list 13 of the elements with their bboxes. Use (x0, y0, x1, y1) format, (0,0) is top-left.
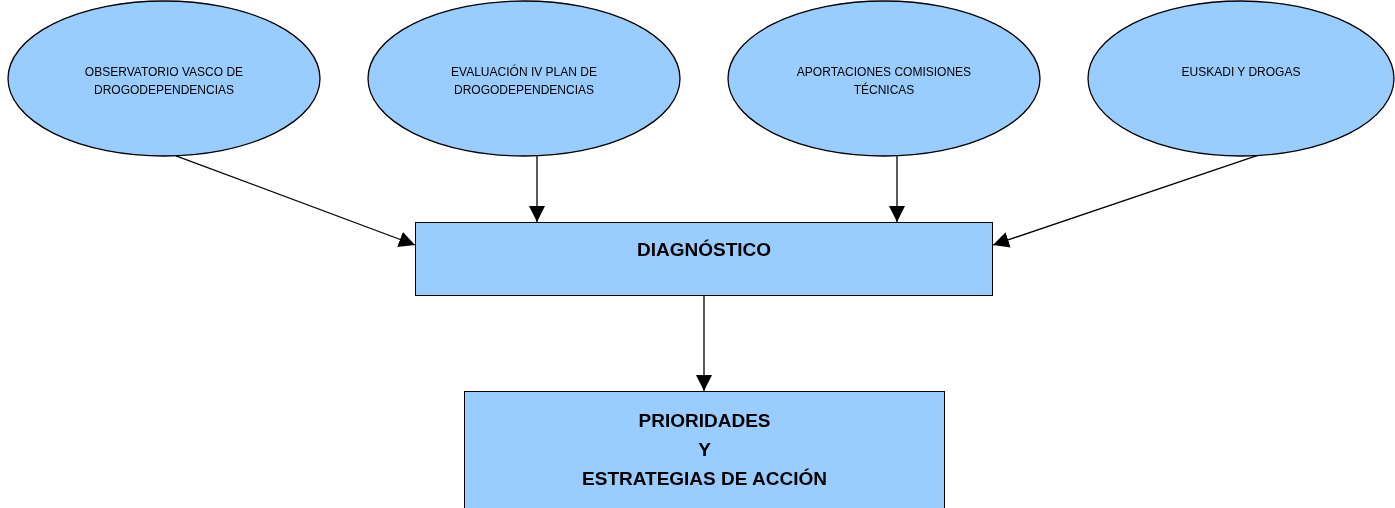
box-text: PRIORIDADES (638, 409, 771, 433)
box-text: Y (698, 438, 711, 462)
arrow (889, 155, 905, 223)
box-text: DIAGNÓSTICO (636, 237, 772, 262)
arrow (529, 155, 545, 223)
ellipse-text: EUSKADI Y DROGAS (1181, 64, 1301, 81)
arrow (696, 295, 712, 392)
ellipse-text: EVALUACIÓN IV PLAN DE DROGODEPENDENCIAS (450, 63, 598, 99)
ellipse-text: OBSERVATORIO VASCO DE DROGODEPENDENCIAS (83, 64, 245, 99)
process-box (464, 391, 945, 508)
box-text: ESTRATEGIAS DE ACCIÓN (582, 467, 827, 491)
process-box (415, 222, 993, 296)
ellipse-text: APORTACIONES COMISIONES TÉCNICAS (795, 64, 973, 99)
